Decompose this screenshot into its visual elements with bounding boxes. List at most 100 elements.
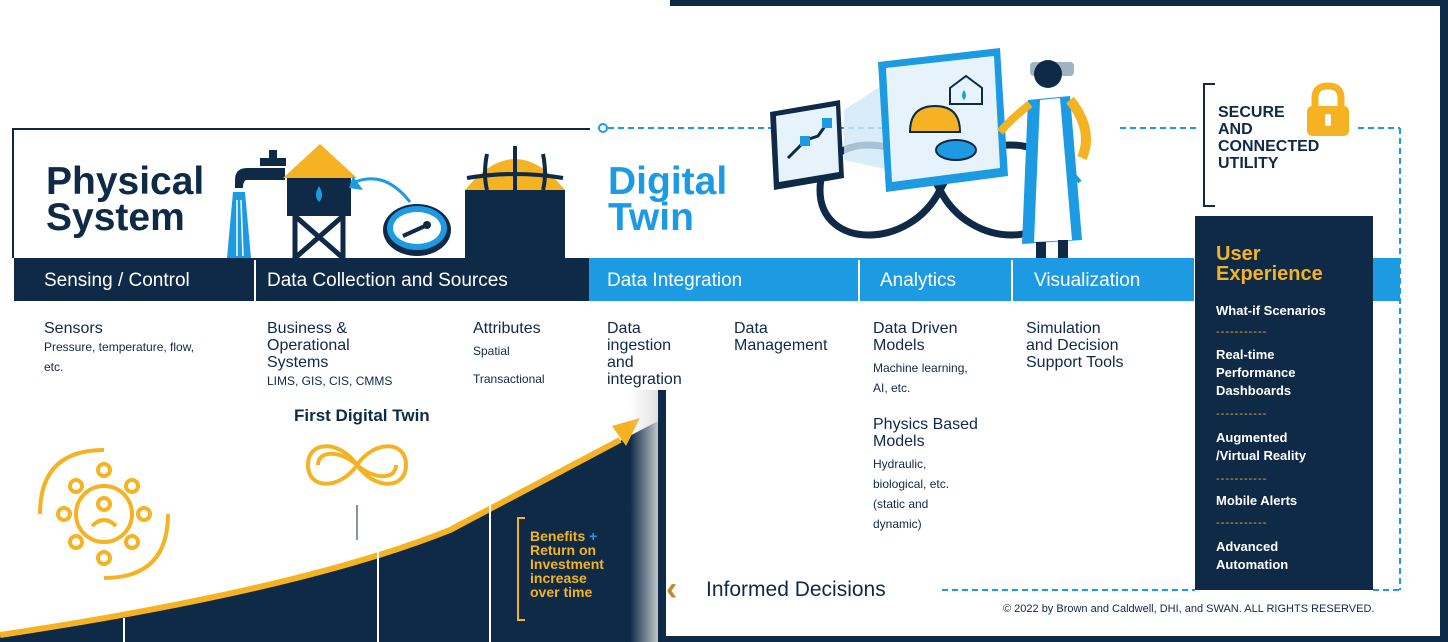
business-heading-line2: Operational <box>267 337 350 354</box>
attributes-heading: Attributes <box>473 320 541 337</box>
physical-box-top-line <box>12 128 590 130</box>
network-people-icon <box>38 448 170 580</box>
band-separator <box>858 260 860 301</box>
ux-item-ar-vr: Augmented /Virtual Reality <box>1216 429 1366 465</box>
attributes-column: Attributes Spatial Transactional <box>473 320 583 389</box>
physical-system-title-line1: Physical <box>46 160 205 203</box>
user-experience-title: User Experience <box>1216 244 1366 284</box>
ux-item-line: What-if Scenarios <box>1216 303 1326 318</box>
physical-system-title-line2: System <box>46 196 185 239</box>
benefits-bracket <box>517 517 525 621</box>
ux-item-what-if: What-if Scenarios <box>1216 302 1366 320</box>
data-management-column: Data Management <box>734 320 854 354</box>
simulation-line2: and Decision <box>1026 337 1119 354</box>
storage-tank-icon <box>465 146 565 260</box>
digital-twin-title-line2: Twin <box>608 196 694 239</box>
data-ingestion-column: Data ingestion and integration <box>607 320 717 388</box>
benefits-line1: Benefits <box>530 528 586 544</box>
benefits-label: Benefits + Return on Investment increase… <box>530 529 630 599</box>
ux-divider: ----------- <box>1216 473 1268 485</box>
growth-curve-graphic <box>0 418 660 642</box>
ux-item-line: Real-time <box>1216 347 1275 362</box>
ux-item-line: Advanced <box>1216 539 1279 554</box>
band-label-sensing-control: Sensing / Control <box>44 270 190 291</box>
ux-divider: ----------- <box>1216 408 1268 420</box>
band-label-visualization: Visualization <box>1034 270 1141 291</box>
secure-bracket <box>1203 83 1215 207</box>
digital-twin-journey-inset <box>0 390 662 642</box>
physical-band <box>14 258 589 301</box>
person-with-vr-headset-icon <box>996 60 1091 260</box>
physics-based-sub4: dynamic) <box>873 517 922 531</box>
business-systems-column: Business & Operational Systems LIMS, GIS… <box>267 320 447 391</box>
physics-based-sub2: biological, etc. <box>873 477 950 491</box>
simulation-line3: Support Tools <box>1026 354 1124 371</box>
digital-band <box>589 258 1194 301</box>
data-ingestion-line1: Data <box>607 320 641 337</box>
data-ingestion-line4: integration <box>607 371 682 388</box>
physics-based-sub1: Hydraulic, <box>873 457 927 471</box>
data-ingestion-line2: ingestion <box>607 337 672 354</box>
inset-edge-fade <box>630 390 662 642</box>
band-label-data-integration: Data Integration <box>607 270 743 291</box>
frame-right-border <box>1440 0 1448 642</box>
ux-item-line: Automation <box>1216 557 1289 572</box>
digital-twin-title-line1: Digital <box>608 160 728 203</box>
ux-item-dashboards: Real-time Performance Dashboards <box>1216 346 1366 400</box>
flow-diagram-screen-icon <box>770 100 844 190</box>
data-driven-sub1: Machine learning, <box>873 361 968 375</box>
digital-twin-title: Digital Twin <box>608 160 808 239</box>
ux-divider: ----------- <box>1216 517 1268 529</box>
sensors-heading: Sensors <box>44 320 103 337</box>
physics-based-sub3: (static and <box>873 497 929 511</box>
physics-based-line1: Physics Based <box>873 416 978 433</box>
ux-item-line: Dashboards <box>1216 383 1292 398</box>
digital-band-end <box>1372 258 1400 301</box>
ux-item-automation: Advanced Automation <box>1216 538 1366 574</box>
secure-line1: SECURE <box>1218 104 1285 121</box>
digital-twin-dashed-outline <box>598 123 1401 591</box>
simulation-line1: Simulation <box>1026 320 1101 337</box>
ux-item-line: Performance <box>1216 365 1296 380</box>
ux-divider: ----------- <box>1216 326 1268 338</box>
data-management-line1: Data <box>734 320 768 337</box>
sensors-sub: Pressure, temperature, flow, etc. <box>44 340 195 374</box>
simulation-column: Simulation and Decision Support Tools <box>1026 320 1176 371</box>
ux-item-line: /Virtual Reality <box>1216 448 1307 463</box>
monitor-screen-icon <box>878 48 1008 192</box>
band-separator <box>254 260 256 301</box>
business-heading-line1: Business & <box>267 320 348 337</box>
padlock-icon <box>1307 82 1349 136</box>
secure-line3: CONNECTED <box>1218 138 1320 155</box>
benefits-line2: Return on <box>530 542 597 558</box>
frame-left-border <box>658 390 666 642</box>
ux-item-mobile-alerts: Mobile Alerts <box>1216 492 1366 510</box>
ux-title-line1: User <box>1216 243 1261 265</box>
attributes-sub-spatial: Spatial <box>473 344 510 358</box>
attributes-sub-transactional: Transactional <box>473 372 545 386</box>
first-digital-twin-label: First Digital Twin <box>294 406 430 425</box>
business-sub: LIMS, GIS, CIS, CMMS <box>267 374 393 388</box>
informed-decisions-label: Informed Decisions <box>706 578 886 601</box>
data-driven-sub2: AI, etc. <box>873 381 911 395</box>
frame-bottom-border <box>660 636 1448 642</box>
secure-line2: AND <box>1218 121 1253 138</box>
data-driven-line1: Data Driven <box>873 320 958 337</box>
benefits-line3: Investment <box>530 556 604 572</box>
secure-line4: UTILITY <box>1218 155 1279 172</box>
digital-twin-illustration <box>770 48 1091 260</box>
inset-text-layer <box>0 390 662 642</box>
business-heading-line3: Systems <box>267 354 329 371</box>
benefits-line5: over time <box>530 584 593 600</box>
faucet-icon <box>227 150 286 258</box>
meter-gauge-icon <box>383 204 451 256</box>
frame-top-border <box>670 0 1448 6</box>
physics-based-models-column: Physics Based Models Hydraulic, biologic… <box>873 416 1013 534</box>
ux-title-line2: Experience <box>1216 263 1323 285</box>
band-label-analytics: Analytics <box>880 270 957 291</box>
ux-item-line: Augmented <box>1216 430 1288 445</box>
data-ingestion-line3: and <box>607 354 634 371</box>
band-label-data-collection: Data Collection and Sources <box>267 270 508 291</box>
benefits-line4: increase <box>530 570 587 586</box>
data-management-line2: Management <box>734 337 828 354</box>
